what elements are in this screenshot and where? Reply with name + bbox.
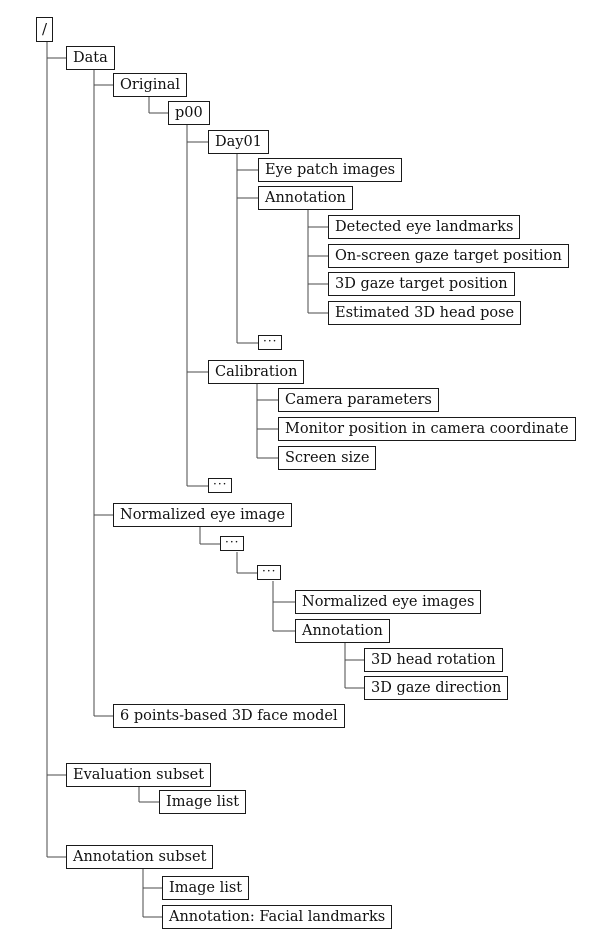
node-onscreen-gaze-target: On-screen gaze target position: [328, 244, 569, 268]
node-annotation-image-list: Image list: [162, 876, 250, 900]
node-calibration: Calibration: [208, 360, 305, 384]
node-ellipsis-normalized-1: ···: [220, 536, 245, 551]
node-annotation-day01: Annotation: [258, 186, 353, 210]
node-detected-eye-landmarks: Detected eye landmarks: [328, 215, 521, 239]
node-3d-head-rotation: 3D head rotation: [364, 648, 503, 672]
node-eye-patch-images: Eye patch images: [258, 158, 403, 182]
node-3d-gaze-direction: 3D gaze direction: [364, 676, 509, 700]
node-3d-head-pose: Estimated 3D head pose: [328, 301, 522, 325]
node-evaluation-subset: Evaluation subset: [66, 763, 212, 787]
node-annotation-normalized: Annotation: [295, 619, 390, 643]
node-screen-size: Screen size: [278, 446, 377, 470]
node-ellipsis-normalized-2: ···: [257, 565, 282, 580]
node-original: Original: [113, 73, 187, 97]
node-camera-parameters: Camera parameters: [278, 388, 439, 412]
node-3d-gaze-target: 3D gaze target position: [328, 272, 515, 296]
root-node: /: [36, 17, 54, 42]
node-day01: Day01: [208, 130, 269, 154]
node-data: Data: [66, 46, 115, 70]
node-ellipsis-p00: ···: [208, 478, 233, 493]
node-normalized-eye-image: Normalized eye image: [113, 503, 292, 527]
node-ellipsis-day: ···: [258, 335, 283, 350]
node-p00: p00: [168, 101, 210, 125]
node-monitor-position: Monitor position in camera coordinate: [278, 417, 576, 441]
node-face-model: 6 points-based 3D face model: [113, 704, 345, 728]
node-annotation-subset: Annotation subset: [66, 845, 214, 869]
node-evaluation-image-list: Image list: [159, 790, 247, 814]
node-normalized-eye-images: Normalized eye images: [295, 590, 482, 614]
node-facial-landmarks: Annotation: Facial landmarks: [162, 905, 393, 929]
